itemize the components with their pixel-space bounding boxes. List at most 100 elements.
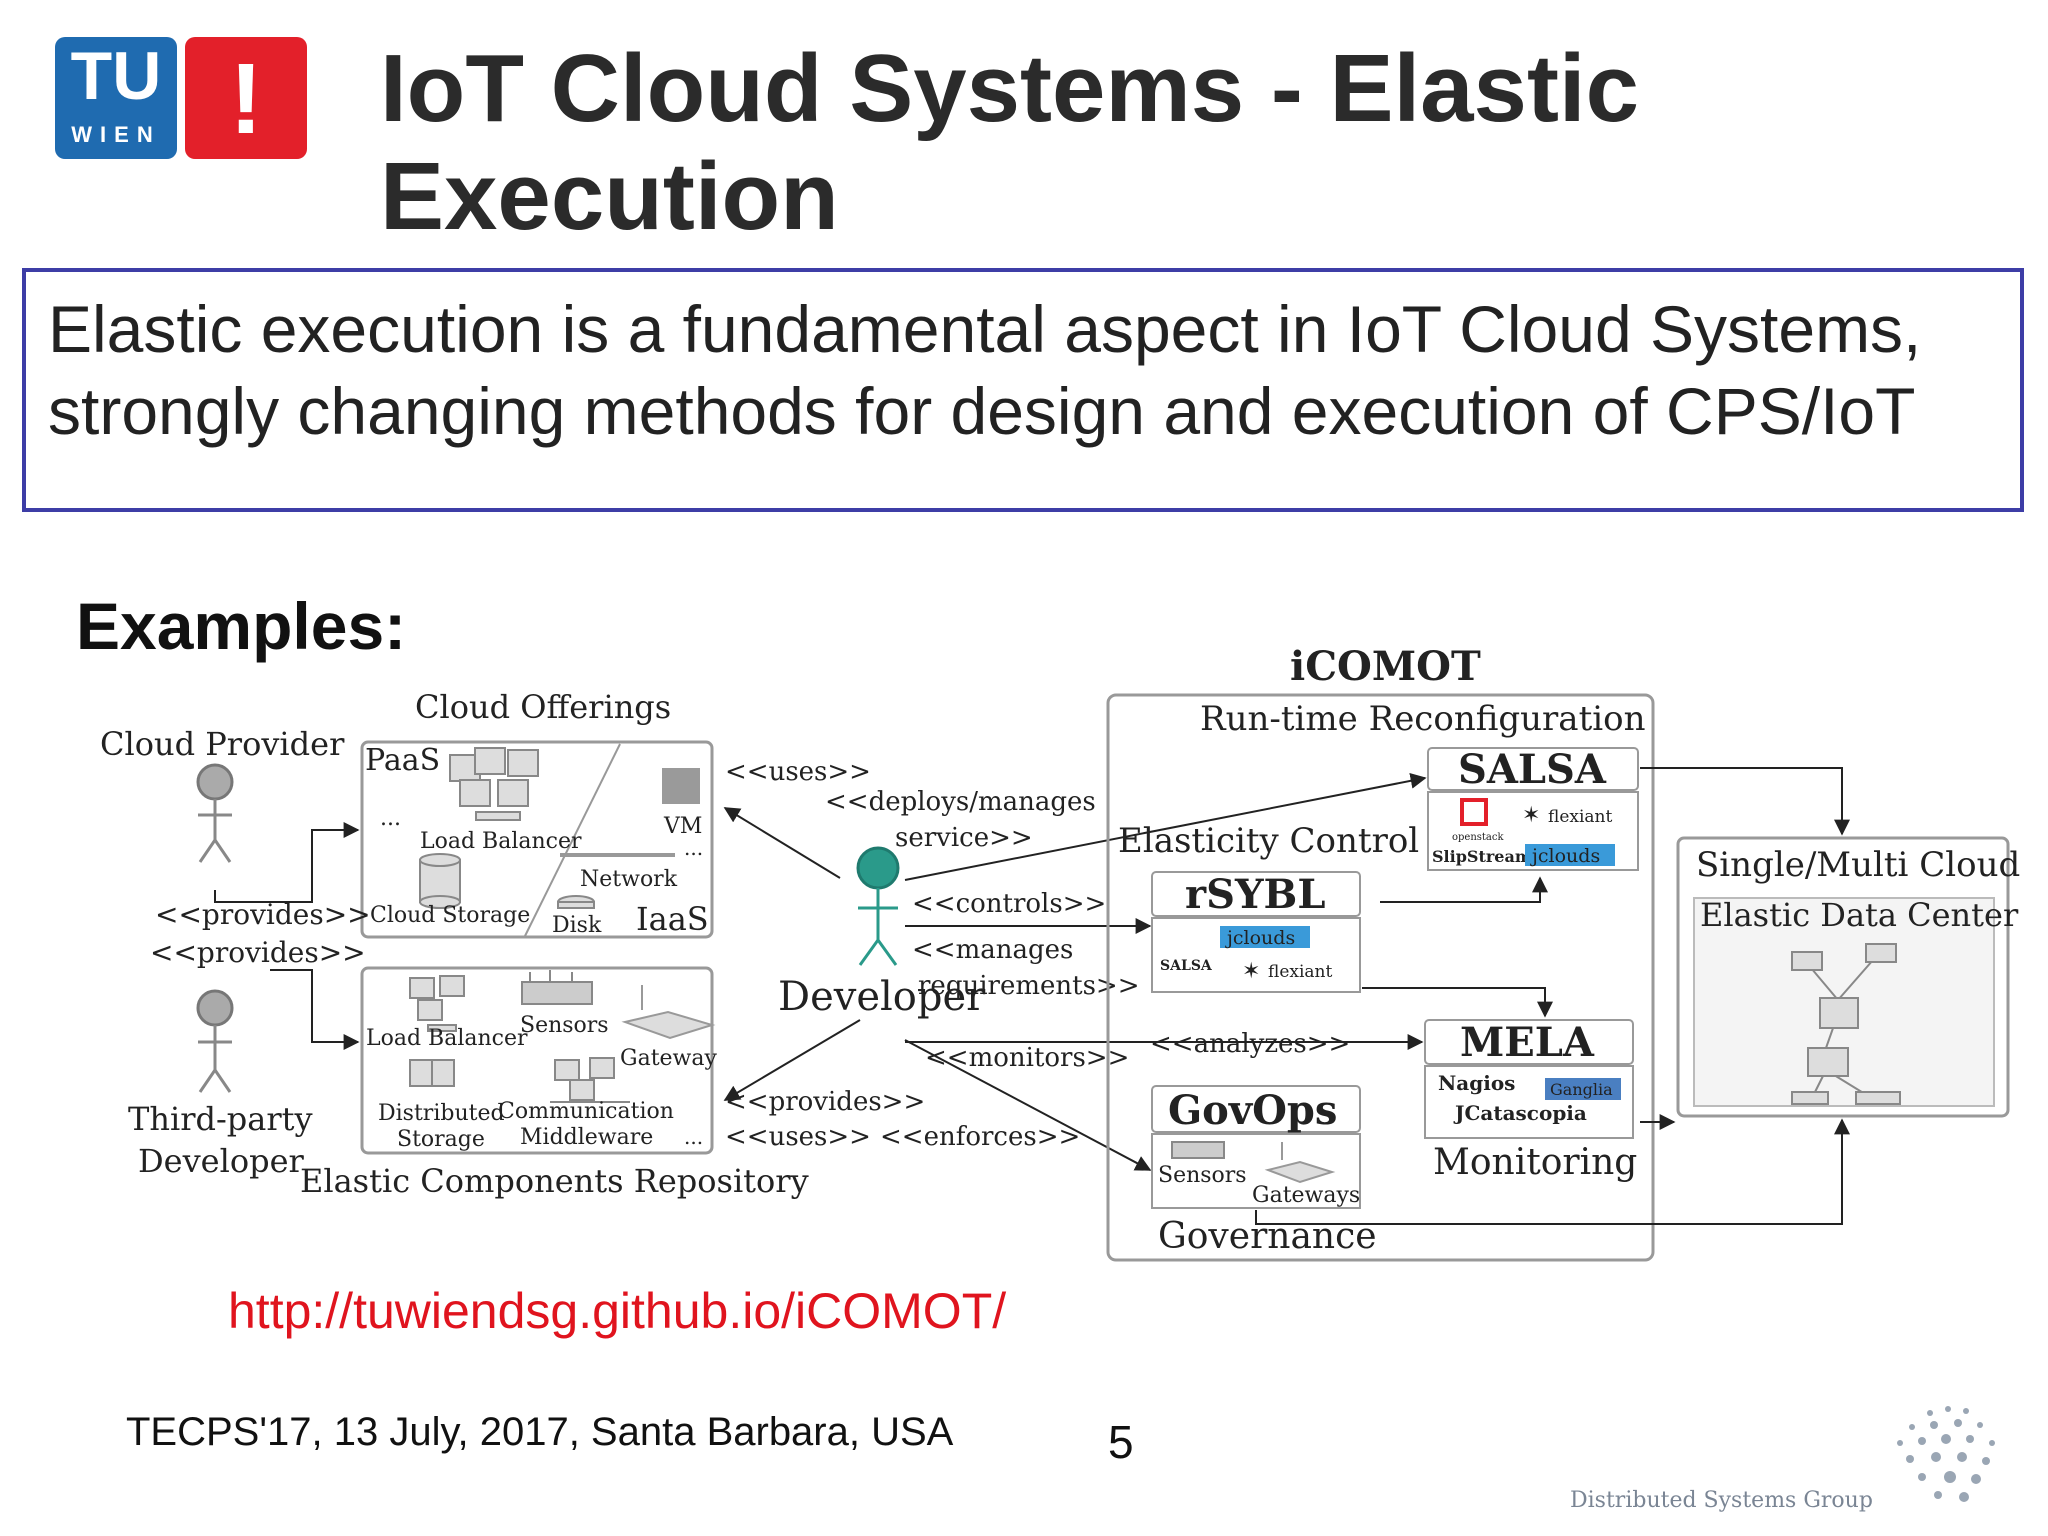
cloud-offerings-box [360,740,714,939]
ecr-load-balancer-icon [409,975,465,1032]
elasticity-control-label: Elasticity Control [1118,821,1419,861]
storage-label: Storage [397,1127,485,1152]
distributed-storage-icon [409,1059,455,1087]
deploys-arrow-salsa [904,772,1427,881]
iaas-ellipsis: ... [684,836,703,860]
callout-box: Elastic execution is a fundamental aspec… [22,268,2024,512]
tu-wien-logo: TU WIEN ! [55,37,307,159]
mela-box [1424,1019,1634,1065]
developer-label: Developer [778,974,986,1020]
paas-servers-icon [449,747,539,821]
salsa-box [1427,747,1639,791]
logo-wien-text: WIEN [71,122,160,147]
salsa-small-label: SALSA [1160,958,1213,974]
cloud-storage-label: Cloud Storage [370,903,530,928]
footer-text: TECPS'17, 13 July, 2017, Santa Barbara, … [126,1410,954,1454]
flexiant-star-icon: ✶ [1522,803,1540,828]
analyzes-label: <<analyzes>> [1150,1029,1350,1059]
provides-label-2: <<provides>> [150,936,366,969]
governance-label: Governance [1158,1216,1377,1257]
slide-title: IoT Cloud Systems - Elastic Execution [380,35,1639,250]
provides-arrow-1 [214,822,360,903]
gateway-icon [621,985,716,1040]
third-party-developer-actor [196,989,234,1093]
jclouds-badge-salsa [1525,844,1615,866]
rsybl-to-mela-arrow [1362,987,1553,1018]
single-multi-cloud-label: Single/Multi Cloud [1696,845,2020,885]
flexiant-label-rsybl: flexiant [1268,962,1333,982]
govops-sensors-icon [1171,1141,1225,1159]
paas-iaas-divider [524,743,621,937]
mela-label: MELA [1460,1019,1595,1066]
govops-gateway-icon [1264,1142,1336,1184]
uses-arrow-offerings [723,807,841,879]
tu-blue-square [55,37,177,159]
slipstream-label: SlipStream [1432,847,1532,866]
ganglia-label: Ganglia [1550,1080,1613,1099]
uses-label-top: <<uses>> [725,757,871,787]
icomot-architecture-diagram: Cloud Provider Cloud Offerings PaaS ... … [100,643,2020,1262]
govops-label: GovOps [1168,1087,1337,1134]
govops-sensors-label: Sensors [1158,1163,1247,1188]
third-party-label: Third-party [128,1100,313,1138]
salsa-label: SALSA [1458,746,1607,793]
govops-box [1151,1085,1361,1133]
developer-actor [856,846,900,966]
salsa-to-datacenter-arrow [1640,767,1850,836]
paas-ellipsis: ... [380,806,401,831]
icomot-url-link[interactable]: http://tuwiendsg.github.io/iCOMOT/ [228,1283,1007,1339]
ecr-load-balancer-label: Load Balancer [366,1026,528,1051]
provides-arrow-2 [270,969,360,1050]
iaas-label: IaaS [636,900,709,938]
data-center-topology-icon [1791,943,1901,1105]
communication-label: Communication [498,1099,674,1124]
gateways-label: Gateways [1252,1183,1360,1208]
dsg-name: Distributed Systems Group [1570,1488,1873,1513]
uses-label-bottom: <<uses>> [725,1122,871,1152]
sensors-icon [521,970,593,1005]
page-number: 5 [1108,1416,1134,1468]
ecr-sensors-label: Sensors [520,1013,609,1038]
ecr-gateway-label: Gateway [620,1046,717,1071]
third-party-developer-label: Developer [138,1142,305,1180]
rsybl-label: rSYBL [1185,871,1325,918]
distributed-label: Distributed [378,1101,505,1126]
cloud-offerings-label: Cloud Offerings [415,688,671,726]
enforces-label: <<enforces>> [880,1122,1080,1152]
cloud-provider-label: Cloud Provider [100,725,345,763]
paas-load-balancer-label: Load Balancer [420,829,582,854]
network-label: Network [580,867,678,892]
ecr-label: Elastic Components Repository [300,1162,809,1200]
monitors-label: <<monitors>> [925,1043,1129,1073]
icomot-label: iCOMOT [1290,643,1481,690]
communication-middleware-icon [550,1057,630,1103]
ecr-ellipsis: ... [684,1125,703,1149]
vm-icon [662,768,700,804]
disk-icon [557,895,595,909]
dsg-dots-icon [1897,1406,1995,1502]
tu-red-square [185,37,307,159]
middleware-label: Middleware [520,1125,653,1150]
cloud-provider-actor [196,763,234,863]
rsybl-box [1151,871,1361,917]
controls-label: <<controls>> [912,889,1106,919]
deploys-label: <<deploys/manages [825,787,1096,817]
cloud-storage-icon [419,853,461,909]
examples-heading: Examples: [76,589,407,663]
requirements-label: requirements>> [918,971,1139,1001]
jclouds-label-salsa: jclouds [1530,845,1600,867]
rsybl-to-salsa-arrow [1380,876,1548,903]
provides-arrow-repo [723,1019,861,1101]
disk-label: Disk [552,913,602,938]
openstack-label: openstack [1452,832,1504,843]
jcatascopia-label: JCatascopia [1453,1101,1587,1125]
logo-exclamation: ! [229,43,262,155]
service-label: service>> [895,823,1033,853]
flexiant-star-icon-rsybl: ✶ [1242,959,1260,984]
elastic-components-box [360,966,714,1155]
openstack-icon [1460,798,1488,826]
provides-label-repo: <<provides>> [725,1087,925,1117]
runtime-reconfiguration-label: Run-time Reconfiguration [1200,699,1646,739]
paas-label: PaaS [365,743,440,778]
manages-label: <<manages [912,935,1073,965]
